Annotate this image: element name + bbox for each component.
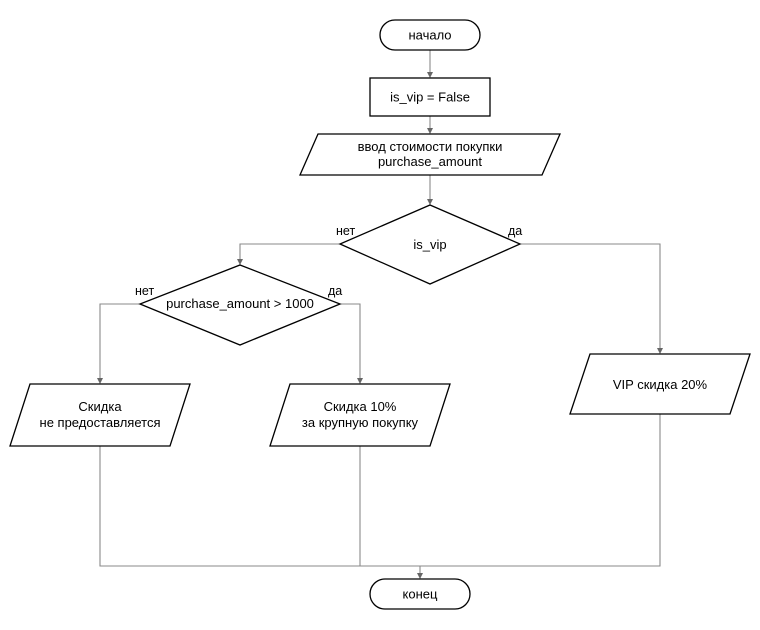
edge-vip-yes [520, 243, 661, 348]
big-discount-label-line1: Скидка 10% [324, 399, 397, 414]
vip-no-label: нет [336, 224, 355, 238]
amount-no-label: нет [135, 284, 154, 298]
input-label-line2: purchase_amount [378, 154, 482, 169]
vip-discount-node: VIP скидка 20% [569, 353, 751, 415]
init-node: is_vip = False [369, 77, 491, 117]
big-discount-label-line2: за крупную покупку [302, 415, 419, 430]
vip-decision-node: is_vip нет да [336, 204, 522, 285]
arrowhead [97, 378, 103, 384]
start-terminator [379, 19, 481, 51]
input-parallelogram [299, 133, 561, 176]
vip-yes-label: да [508, 224, 522, 238]
input-node: ввод стоимости покупки purchase_amount [299, 133, 561, 176]
start-node: начало [379, 19, 481, 51]
big-discount-parallelogram [269, 383, 451, 447]
vip-discount-parallelogram [569, 353, 751, 415]
arrowhead [237, 259, 243, 265]
amount-decision-diamond [138, 264, 342, 346]
arrowhead [427, 128, 433, 134]
edge-vip-no [239, 243, 340, 259]
amount-decision-label: purchase_amount > 1000 [166, 296, 314, 311]
no-discount-parallelogram [9, 383, 191, 447]
no-discount-label-line2: не предоставляется [40, 415, 161, 430]
arrowhead [657, 348, 663, 354]
init-process-box [369, 77, 491, 117]
arrowhead [427, 199, 433, 205]
no-discount-node: Скидка не предоставляется [9, 383, 191, 447]
end-node: конец [369, 578, 471, 610]
input-label-line1: ввод стоимости покупки [358, 139, 503, 154]
arrowhead [357, 378, 363, 384]
amount-yes-label: да [328, 284, 342, 298]
start-label: начало [408, 28, 451, 43]
vip-decision-label: is_vip [413, 237, 446, 252]
init-label: is_vip = False [390, 90, 470, 105]
amount-decision-node: purchase_amount > 1000 нет да [135, 264, 342, 346]
connectors [97, 50, 663, 579]
no-discount-label-line1: Скидка [78, 399, 122, 414]
end-label: конец [403, 587, 438, 602]
vip-decision-diamond [338, 204, 522, 285]
arrowhead [417, 573, 423, 579]
big-discount-node: Скидка 10% за крупную покупку [269, 383, 451, 447]
vip-discount-label: VIP скидка 20% [613, 377, 708, 392]
end-terminator [369, 578, 471, 610]
edge-amount-yes [340, 303, 361, 378]
edge-amount-no [99, 303, 140, 378]
arrowhead [427, 72, 433, 78]
edge-no-discount-to-merge [99, 414, 661, 567]
